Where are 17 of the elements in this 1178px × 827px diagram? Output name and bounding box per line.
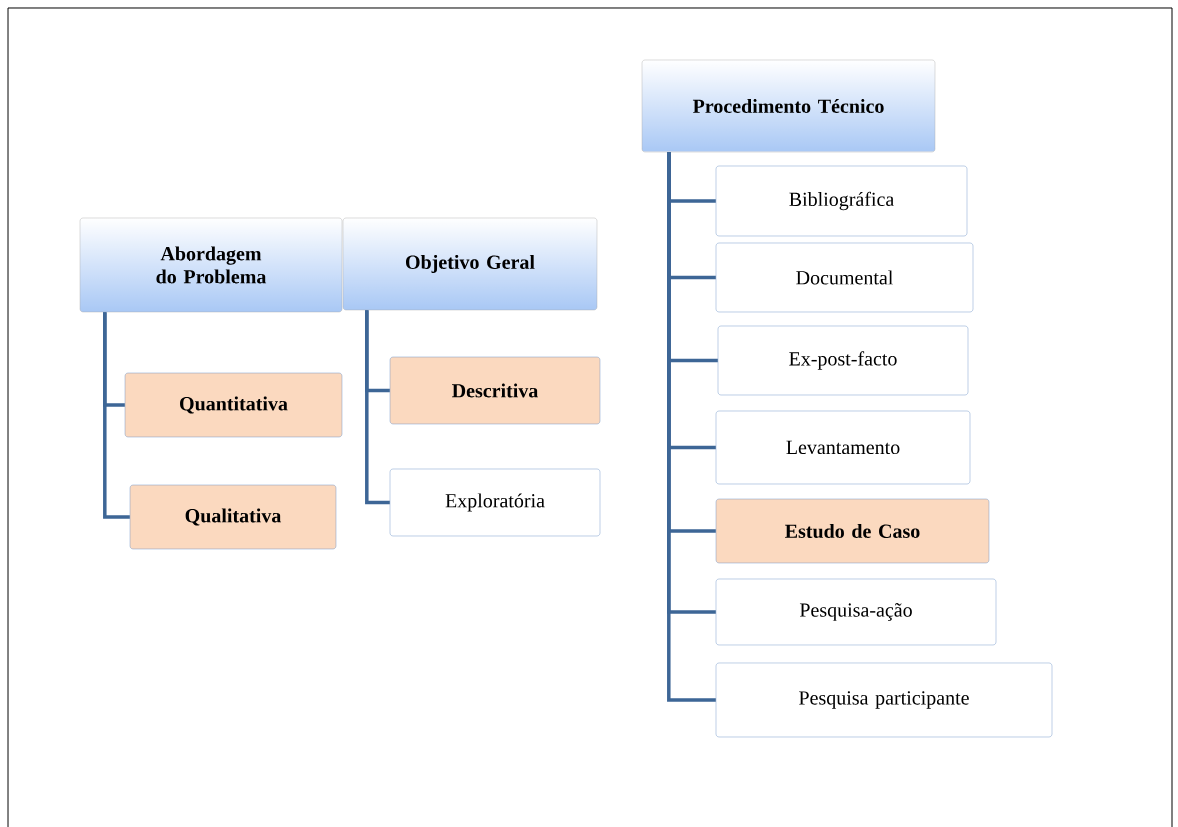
category-box: Pesquisa participante	[715, 662, 1053, 738]
category-box: Pesquisa-ação	[715, 578, 997, 646]
connector-line	[103, 312, 130, 519]
connector-line	[667, 152, 716, 702]
category-box: Exploratória	[389, 468, 601, 537]
category-box: Levantamento	[715, 410, 971, 485]
category-box: Bibliográfica	[715, 165, 968, 237]
category-box: Documental	[715, 242, 974, 313]
category-box: Qualitativa	[129, 484, 337, 550]
head-box: Procedimento Técnico	[641, 59, 936, 153]
head-box: Objetivo Geral	[342, 217, 598, 311]
category-box: Quantitativa	[124, 372, 343, 438]
category-box: Estudo de Caso	[715, 498, 990, 564]
category-box: Ex-post-facto	[717, 325, 969, 396]
connector-line	[365, 310, 390, 505]
head-box: Abordagem do Problema	[79, 217, 343, 313]
category-box: Descritiva	[389, 356, 601, 425]
